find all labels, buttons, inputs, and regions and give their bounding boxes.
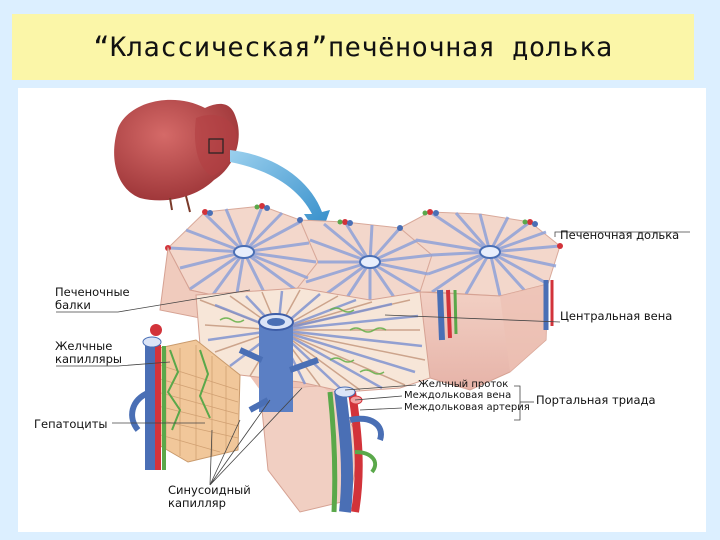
- label-sinusoid-capillary: Синусоидный капилляр: [168, 484, 251, 510]
- label-hepatic-lobule: Печеночная долька: [560, 229, 679, 242]
- label-portal-triad: Портальная триада: [536, 394, 656, 407]
- liver-organ: [114, 100, 239, 212]
- label-hepatocytes: Гепатоциты: [34, 418, 107, 431]
- left-portal-triad: [132, 324, 164, 470]
- label-central-vein: Центральная вена: [560, 310, 672, 323]
- label-bile-capillaries: Желчные капилляры: [55, 340, 122, 366]
- label-hepatic-plates: Печеночные балки: [55, 286, 130, 312]
- label-interlobular-vein: Междольковая вена: [404, 390, 511, 402]
- label-interlobular-artery: Междольковая артерия: [404, 402, 530, 414]
